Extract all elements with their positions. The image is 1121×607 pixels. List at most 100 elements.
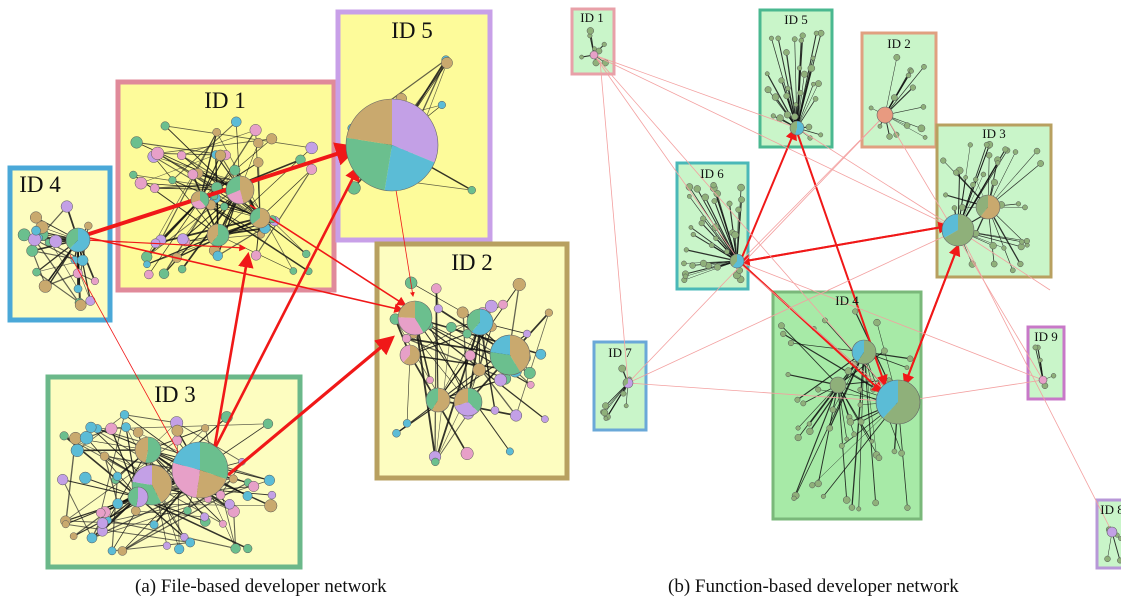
node [776,114,784,122]
node [601,41,607,47]
node [1032,344,1039,351]
node [69,431,82,445]
panel-a-cluster-4-hub-0 [171,441,229,499]
node [131,506,141,516]
panel-a-caption: (a) File-based developer network [135,576,387,597]
node [445,321,457,333]
node [441,57,453,69]
node [908,68,914,74]
node [510,409,523,422]
node [873,318,881,327]
panel-b-cluster-7-hub-0 [1038,375,1048,385]
panel-b-inter-edge-light-8 [627,382,899,404]
node [177,264,187,274]
node [1023,237,1030,245]
node [891,448,898,455]
panel-b-cluster-0-hub-0 [589,50,599,60]
panel-b-cluster-5-hub-0 [875,379,921,425]
node [917,124,926,133]
panel-a-cluster-2-hub-0 [65,227,91,253]
panel-b-cluster-label-3: ID 3 [982,126,1005,141]
node [1017,260,1024,268]
node [797,89,804,96]
node [791,495,797,501]
node [822,317,828,324]
node [76,254,89,267]
panel-b-cluster-4-nodes [681,181,745,284]
node [951,205,958,211]
node [267,490,277,500]
panel-a-cluster-2-nodes [17,200,99,311]
node [818,132,824,138]
node [713,189,721,198]
node [456,306,469,319]
node [798,37,804,44]
node [872,499,879,507]
node [909,84,916,91]
node [70,443,84,457]
node [775,35,781,42]
node [688,225,694,230]
node [541,415,549,423]
node [134,176,148,190]
node [826,424,834,432]
node [212,250,223,261]
node [683,247,689,253]
node [149,183,160,193]
node [431,457,440,467]
node [1012,149,1019,155]
node [462,329,472,339]
node [230,543,241,554]
panel-a-cluster-label-2: ID 4 [19,172,61,197]
node [242,491,253,501]
node [904,365,910,370]
panel-b-inter-edge-heavy-4 [739,261,884,394]
node [112,471,123,481]
panel-b-cluster-1-nodes [764,29,825,141]
panel-b-inter-edge-light-9 [627,229,959,384]
panel-a-cluster-label-0: ID 1 [204,88,246,113]
node [264,499,278,513]
node [132,427,144,438]
node [778,77,785,84]
panel-a-inter-edge-5 [226,335,395,477]
node [472,363,486,377]
node [494,373,508,387]
node [623,403,629,409]
node [852,308,859,315]
node [701,193,709,202]
node [906,355,914,362]
node [783,111,792,119]
node [814,479,822,488]
panel-a-inter-edge-4 [212,165,360,451]
node [990,178,998,186]
node [1015,201,1022,207]
node [989,242,997,250]
node [187,169,199,180]
node [713,263,721,271]
node [302,249,311,259]
node [498,299,508,310]
node [306,163,318,175]
node [150,146,165,161]
node [875,454,883,462]
node [905,72,912,79]
node [768,35,774,41]
panel-b-cluster-label-4: ID 6 [700,166,724,181]
node [162,541,171,550]
panel-a-cluster-3-hub-5 [399,344,421,366]
node [795,425,801,431]
node [85,421,97,433]
node [708,242,715,248]
node [995,160,1001,166]
node [805,123,813,131]
node [215,490,226,500]
node [253,137,264,149]
node [780,330,787,337]
node [231,116,242,128]
node [220,202,229,211]
node [201,424,210,433]
node [248,480,260,492]
node [523,329,532,338]
panel-a-cluster-3-hub-3 [466,308,494,336]
